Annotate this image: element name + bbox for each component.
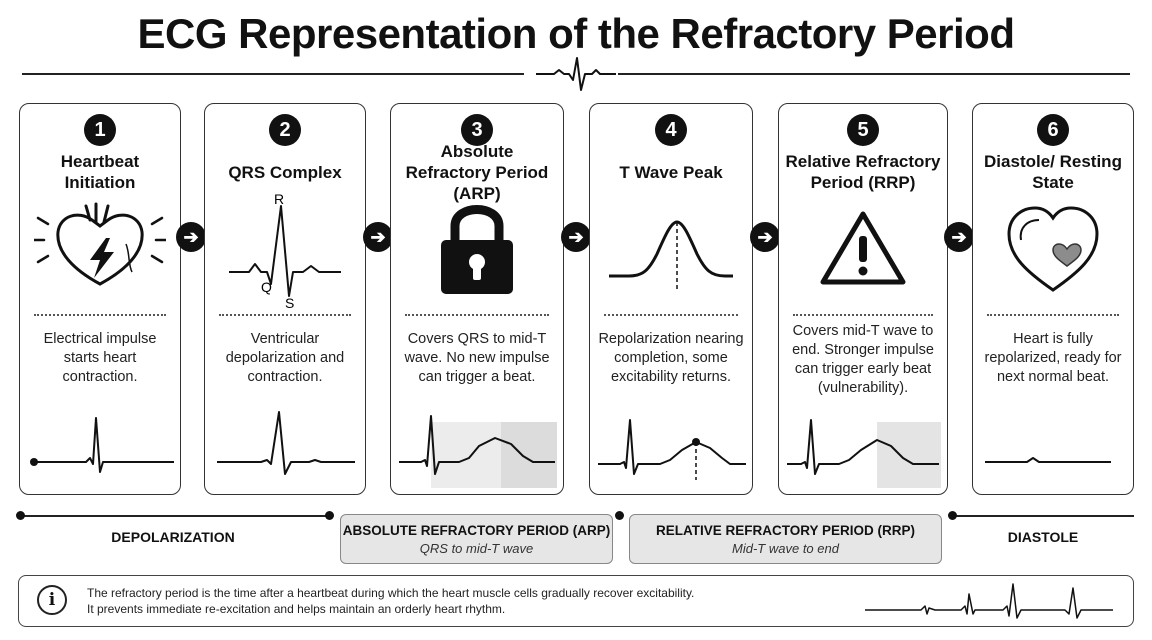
ecg-trace bbox=[28, 408, 174, 478]
timeline-diastole-line bbox=[952, 515, 1134, 517]
ecg-trace bbox=[399, 408, 557, 488]
step-description: Electrical impulse starts heart contract… bbox=[43, 331, 157, 385]
timeline-dot bbox=[16, 511, 25, 520]
arrow-right-icon: ➔ bbox=[750, 222, 780, 252]
ecg-trace bbox=[787, 408, 941, 488]
heart-lightning-icon bbox=[34, 200, 166, 290]
step-card-1: 1 Heartbeat Initiation Electrical impuls… bbox=[19, 103, 181, 495]
step-title: Absolute Refractory Period (ARP) bbox=[405, 141, 549, 203]
arrow-right-icon: ➔ bbox=[176, 222, 206, 252]
diastole-label: DIASTOLE bbox=[1007, 529, 1079, 545]
step-description: Covers mid-T wave to end. Stronger impul… bbox=[792, 323, 934, 396]
rrp-phase-box: RELATIVE REFRACTORY PERIOD (RRP) Mid-T w… bbox=[629, 514, 942, 564]
dotted-divider bbox=[405, 314, 549, 316]
warning-icon bbox=[819, 208, 907, 288]
timeline-dot bbox=[325, 511, 334, 520]
rrp-label: RELATIVE REFRACTORY PERIOD (RRP) bbox=[655, 523, 916, 538]
t-wave-icon bbox=[607, 212, 735, 292]
r-label: R bbox=[274, 192, 284, 207]
arrow-right-icon: ➔ bbox=[561, 222, 591, 252]
step-number: 4 bbox=[655, 114, 687, 146]
depolarization-label: DEPOLARIZATION bbox=[111, 529, 235, 545]
page-title: ECG Representation of the Refractory Per… bbox=[137, 10, 1015, 57]
title-divider-right bbox=[618, 73, 1130, 75]
info-text: The refractory period is the time after … bbox=[87, 585, 694, 617]
step-title: QRS Complex bbox=[228, 162, 342, 182]
step-description: Covers QRS to mid-T wave. No new impulse… bbox=[404, 331, 550, 385]
step-number: 5 bbox=[847, 114, 879, 146]
timeline-dot bbox=[948, 511, 957, 520]
info-box: i The refractory period is the time afte… bbox=[18, 575, 1134, 627]
heart-outline-icon bbox=[1003, 204, 1103, 294]
step-number: 2 bbox=[269, 114, 301, 146]
arp-sublabel: QRS to mid-T wave bbox=[419, 541, 534, 556]
step-title: Relative Refractory Period (RRP) bbox=[785, 152, 941, 192]
step-number: 3 bbox=[461, 114, 493, 146]
arrow-right-icon: ➔ bbox=[363, 222, 393, 252]
info-icon: i bbox=[37, 585, 67, 615]
step-title: Heartbeat Initiation bbox=[60, 152, 140, 192]
step-title: T Wave Peak bbox=[619, 162, 723, 182]
title-divider-left bbox=[22, 73, 524, 75]
step-number: 1 bbox=[84, 114, 116, 146]
arrow-right-icon: ➔ bbox=[944, 222, 974, 252]
step-card-3: 3 Absolute Refractory Period (ARP) Cover… bbox=[390, 103, 564, 495]
qrs-complex-icon: R Q S bbox=[225, 192, 345, 310]
q-label: Q bbox=[261, 279, 272, 295]
ecg-rhythm-icon bbox=[865, 583, 1113, 619]
step-card-4: 4 T Wave Peak Repolarization nearing com… bbox=[589, 103, 753, 495]
step-card-6: 6 Diastole/ Resting State Heart is fully… bbox=[972, 103, 1134, 495]
dotted-divider bbox=[604, 314, 738, 316]
timeline-dot bbox=[615, 511, 624, 520]
s-label: S bbox=[285, 295, 294, 310]
timeline-depolarization-line bbox=[20, 515, 332, 517]
dotted-divider bbox=[987, 314, 1119, 316]
title-ecg-icon bbox=[536, 57, 616, 91]
dotted-divider bbox=[793, 314, 933, 316]
step-card-5: 5 Relative Refractory Period (RRP) Cover… bbox=[778, 103, 948, 495]
info-line-2: It prevents immediate re-excitation and … bbox=[87, 602, 506, 616]
arp-label: ABSOLUTE REFRACTORY PERIOD (ARP) bbox=[342, 523, 611, 538]
step-description: Heart is fully repolarized, ready for ne… bbox=[984, 331, 1122, 385]
step-title: Diastole/ Resting State bbox=[984, 152, 1122, 192]
ecg-trace bbox=[213, 408, 359, 478]
step-description: Ventricular depolarization and contracti… bbox=[225, 331, 345, 385]
dotted-divider bbox=[219, 314, 351, 316]
step-card-2: 2 QRS Complex R Q S Ventricular depolari… bbox=[204, 103, 366, 495]
rrp-sublabel: Mid-T wave to end bbox=[732, 541, 839, 556]
arp-phase-box: ABSOLUTE REFRACTORY PERIOD (ARP) QRS to … bbox=[340, 514, 613, 564]
dotted-divider bbox=[34, 314, 166, 316]
step-description: Repolarization nearing completion, some … bbox=[598, 331, 744, 385]
ecg-trace bbox=[981, 408, 1127, 478]
info-line-1: The refractory period is the time after … bbox=[87, 586, 695, 600]
padlock-icon bbox=[437, 200, 517, 296]
ecg-trace bbox=[598, 408, 746, 488]
step-number: 6 bbox=[1037, 114, 1069, 146]
